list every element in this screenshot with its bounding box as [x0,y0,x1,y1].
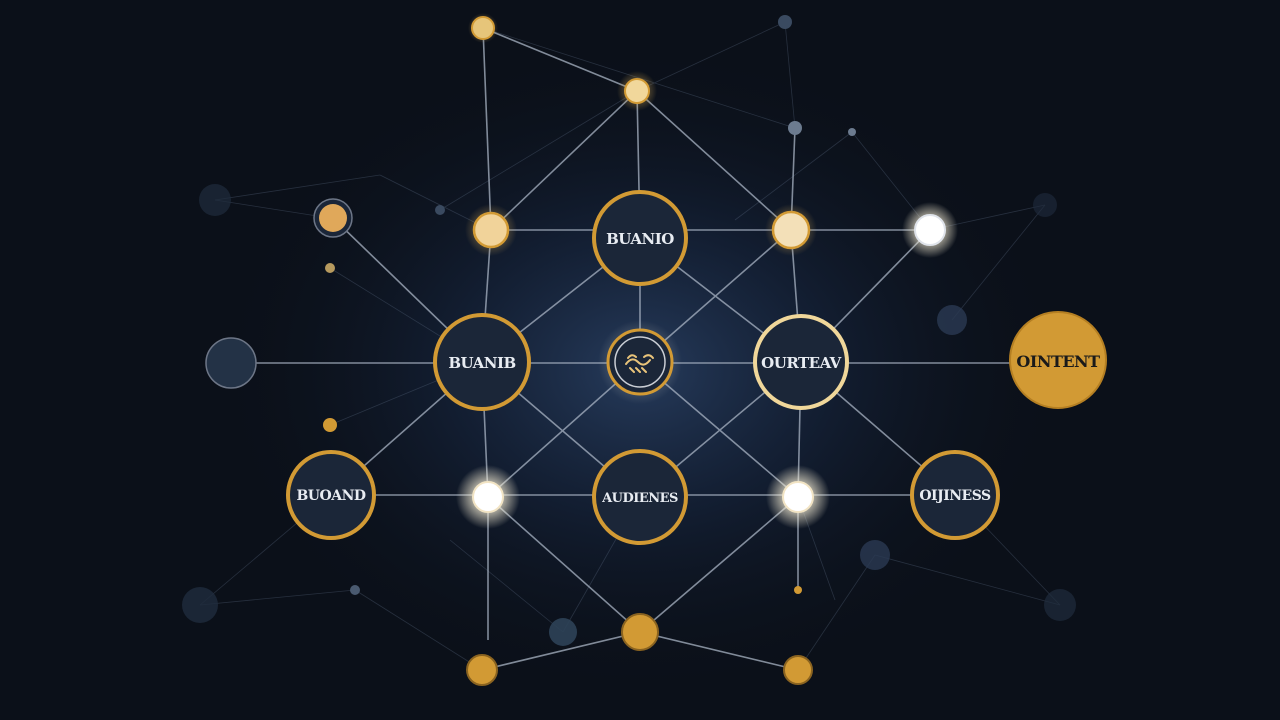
junction-dot [914,214,946,246]
handshake-icon [625,354,654,373]
bg-dot [182,587,218,623]
bg-dot [549,618,577,646]
junction-dot [466,654,498,686]
bg-dot [350,585,360,595]
node-label: BUANIO [606,230,674,248]
bg-dot [1033,193,1057,217]
junction-dot [471,16,495,40]
junction-dot [472,211,510,249]
junction-dot [624,78,650,104]
node-bottom-right: OIJINESS [910,450,1000,540]
bg-dot [794,586,802,594]
bg-dot [937,305,967,335]
bg-dot [325,263,335,273]
junction-dot [782,481,814,513]
bg-dot [848,128,856,136]
node-label: OINTENT [1016,352,1100,371]
node-bottom-left: BUOAND [286,450,376,540]
junction-dot [621,613,659,651]
bg-dot [323,418,337,432]
node-label: OURTEAV [761,354,841,372]
bg-dot [778,15,792,29]
bg-dot [1044,589,1076,621]
bg-dot [860,540,890,570]
bg-dot [788,121,802,135]
node-center [598,320,682,404]
junction-dot [771,210,811,250]
node-board-top: BUANIO [592,190,688,286]
junction-dot [205,337,257,389]
node-label: AUDIENES [601,491,678,506]
node-content: OINTENT [1009,311,1107,409]
junction-dot [472,481,504,513]
node-right-mid: OURTEAV [753,314,849,410]
background-dots [182,15,1076,646]
node-label: OIJINESS [919,488,991,504]
junction-dots [205,13,958,686]
node-label: BUOAND [296,488,365,504]
bg-dot [199,184,231,216]
node-board-left: BUANIB [433,313,531,411]
bg-dot [435,205,445,215]
node-label: BUANIB [448,354,515,372]
junction-dot [783,655,813,685]
junction-dot [319,204,347,232]
node-bottom-center: AUDIENES [592,449,688,545]
